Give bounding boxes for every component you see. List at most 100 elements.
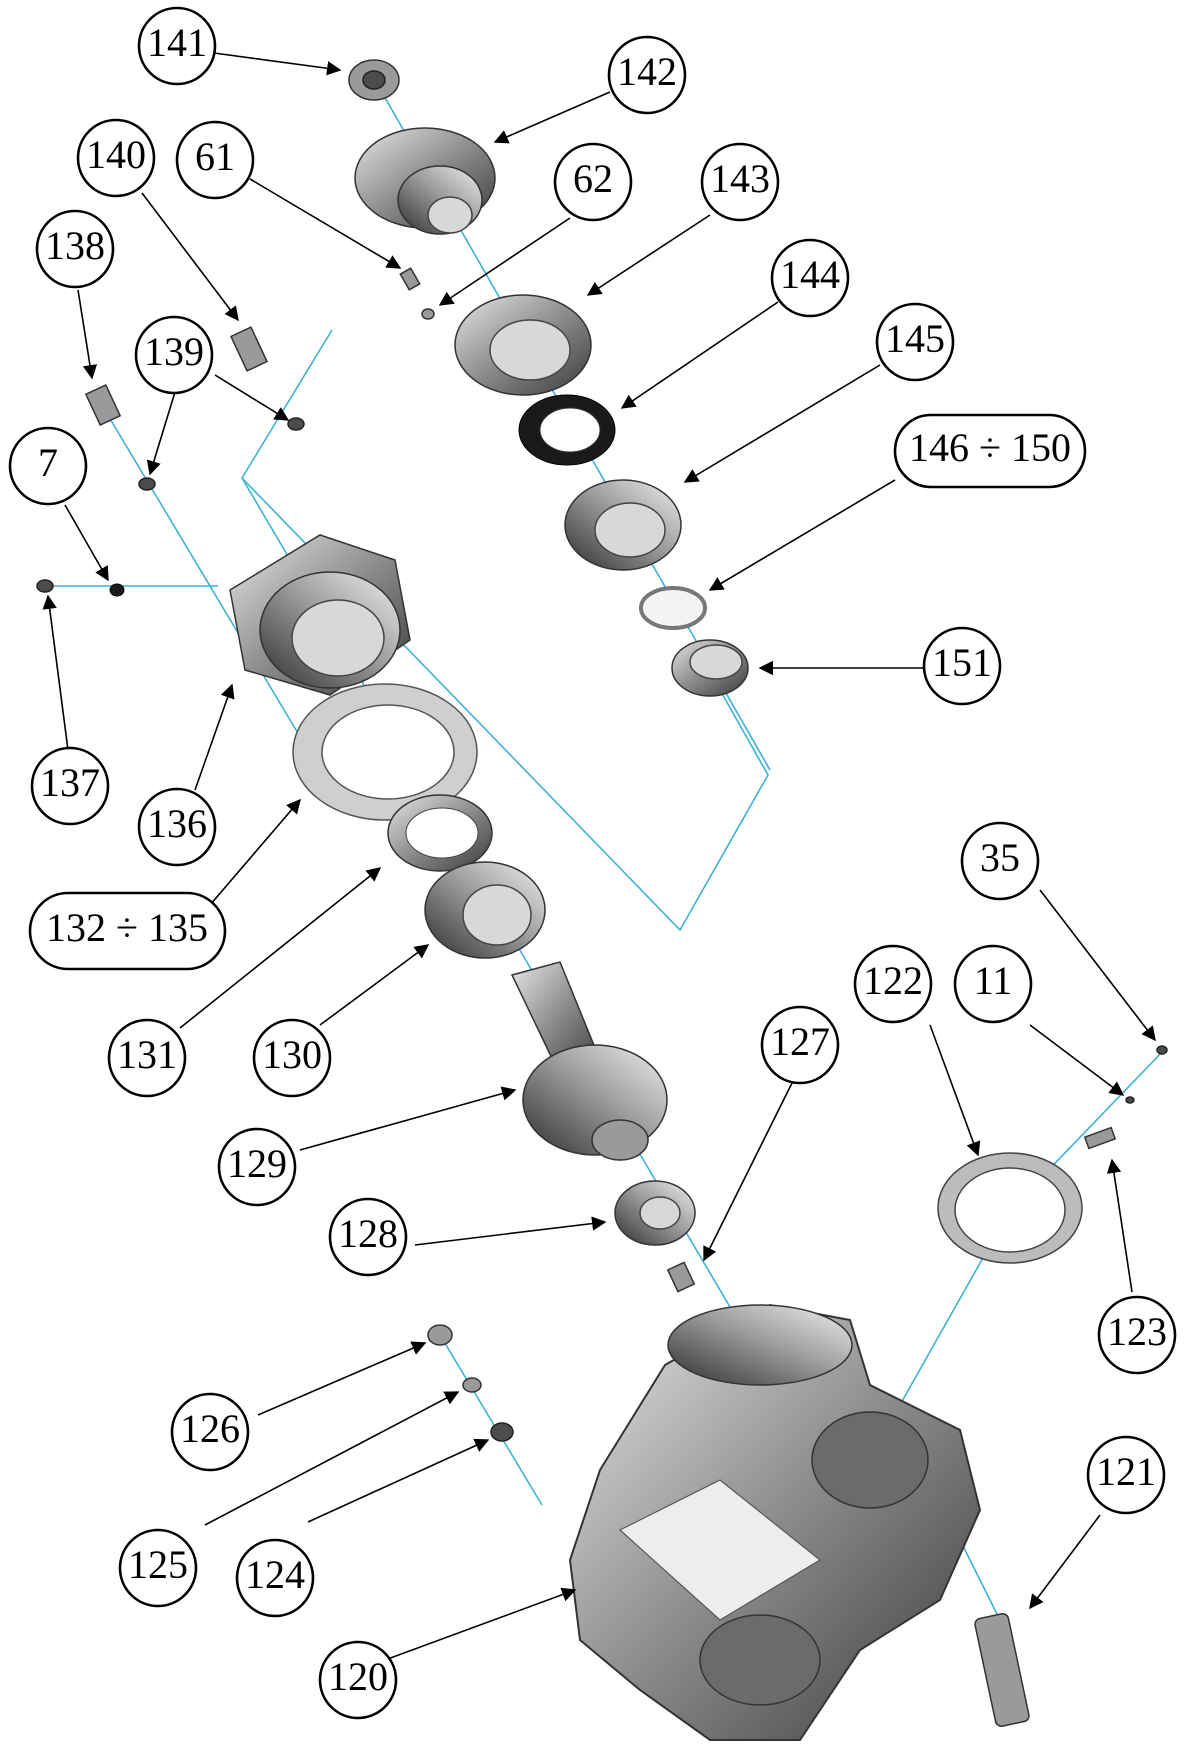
callout-138: 138 [35, 209, 115, 289]
callout-138-label: 138 [45, 223, 105, 268]
leader-139b [214, 374, 290, 421]
leader-124 [307, 1438, 490, 1523]
callout-140: 140 [76, 118, 156, 198]
washer-139b-part [138, 477, 156, 491]
carrier-housing-120-part [568, 1303, 982, 1741]
callout-141-label: 141 [147, 20, 207, 65]
bearing-128-part [614, 1180, 696, 1246]
callout-62: 62 [553, 142, 633, 222]
leader-143 [586, 214, 711, 296]
callout-120-label: 120 [328, 1654, 388, 1699]
leader-132 [209, 798, 301, 906]
callout-131-label: 131 [117, 1032, 177, 1077]
nut-141-part [348, 59, 400, 101]
washer-62-part [421, 308, 435, 320]
callout-136-label: 136 [147, 801, 207, 846]
axis-bolt-138 [99, 401, 306, 746]
screw-61-part [399, 267, 421, 291]
callout-137: 137 [30, 746, 110, 826]
callout-131: 131 [107, 1018, 187, 1098]
callout-146-150: 146 ÷ 150 [893, 413, 1087, 489]
callout-121-label: 121 [1096, 1449, 1156, 1494]
callouts: 141 142 140 61 62 143 138 144 [8, 6, 1177, 1720]
callout-130: 130 [252, 1018, 332, 1098]
ring-131-part [387, 794, 493, 872]
leader-120 [384, 1587, 577, 1661]
nut-124-part [490, 1422, 514, 1442]
callout-140-label: 140 [86, 132, 146, 177]
leader-122 [929, 1024, 981, 1157]
callout-62-label: 62 [573, 156, 613, 201]
axis-frame [240, 329, 769, 932]
callout-125: 125 [118, 1528, 198, 1608]
plug-127-part [666, 1261, 696, 1293]
bolt-121-part [974, 1613, 1030, 1727]
callout-151-label: 151 [932, 640, 992, 685]
callout-132-135: 132 ÷ 135 [28, 891, 227, 971]
leader-lines [42, 52, 1156, 1661]
leader-136 [194, 683, 235, 791]
nut-126-part [427, 1324, 453, 1346]
leader-129 [299, 1086, 517, 1151]
parts [36, 59, 1168, 1741]
callout-122: 122 [853, 944, 933, 1024]
leader-142 [493, 91, 611, 144]
gasket-132-135-part [292, 683, 478, 821]
callout-11: 11 [953, 944, 1033, 1024]
callout-144-label: 144 [780, 252, 840, 297]
leader-127 [703, 1082, 793, 1262]
washer-125-part [462, 1377, 482, 1393]
callout-144: 144 [770, 238, 850, 318]
callout-142: 142 [607, 35, 687, 115]
ring-122-part [937, 1152, 1083, 1264]
callout-35-label: 35 [980, 835, 1020, 880]
bolt-140-part [230, 326, 268, 372]
callout-145: 145 [875, 302, 955, 382]
callout-126-label: 126 [180, 1406, 240, 1451]
callout-145-label: 145 [885, 316, 945, 361]
callout-128-label: 128 [338, 1211, 398, 1256]
bushing-151-part [671, 639, 749, 697]
leader-35 [1039, 889, 1156, 1042]
callout-61-label: 61 [195, 134, 235, 179]
leader-126 [257, 1341, 427, 1416]
callout-139-label: 139 [144, 329, 204, 374]
leader-131 [179, 867, 382, 1029]
washer-11-part [1125, 1096, 1135, 1104]
callout-35: 35 [960, 821, 1040, 901]
leader-121 [1029, 1514, 1101, 1610]
axis-nut-126 [439, 1334, 543, 1506]
callout-136: 136 [137, 787, 217, 867]
callout-120: 120 [318, 1640, 398, 1720]
callout-139: 139 [134, 315, 214, 395]
bolt-138-part [84, 383, 122, 427]
lock-tab-123-part [1083, 1126, 1117, 1150]
callout-11-label: 11 [974, 958, 1013, 1003]
callout-129-label: 129 [227, 1141, 287, 1186]
cover-143-part [454, 294, 592, 396]
callout-129: 129 [217, 1127, 297, 1207]
callout-7-label: 7 [38, 440, 58, 485]
leader-138 [77, 289, 98, 380]
callout-7: 7 [8, 426, 88, 506]
leader-128 [414, 1216, 607, 1246]
seal-7-part [109, 583, 125, 597]
callout-143-label: 143 [710, 156, 770, 201]
leader-7 [64, 504, 109, 582]
callout-127-label: 127 [770, 1019, 830, 1064]
leader-11 [1029, 1024, 1125, 1096]
seal-144-part [518, 394, 616, 466]
flange-142-part [354, 127, 496, 235]
housing-136-part [229, 534, 411, 696]
leader-146 [708, 479, 896, 591]
callout-121: 121 [1086, 1435, 1166, 1515]
callout-61: 61 [175, 120, 255, 200]
shims-146-150-part [639, 586, 707, 630]
leader-145 [683, 364, 881, 483]
pinion-gear-129-part [510, 961, 668, 1161]
leader-62 [438, 217, 571, 306]
callout-127: 127 [760, 1005, 840, 1085]
leader-140 [141, 192, 239, 322]
plug-137-part [36, 579, 54, 593]
